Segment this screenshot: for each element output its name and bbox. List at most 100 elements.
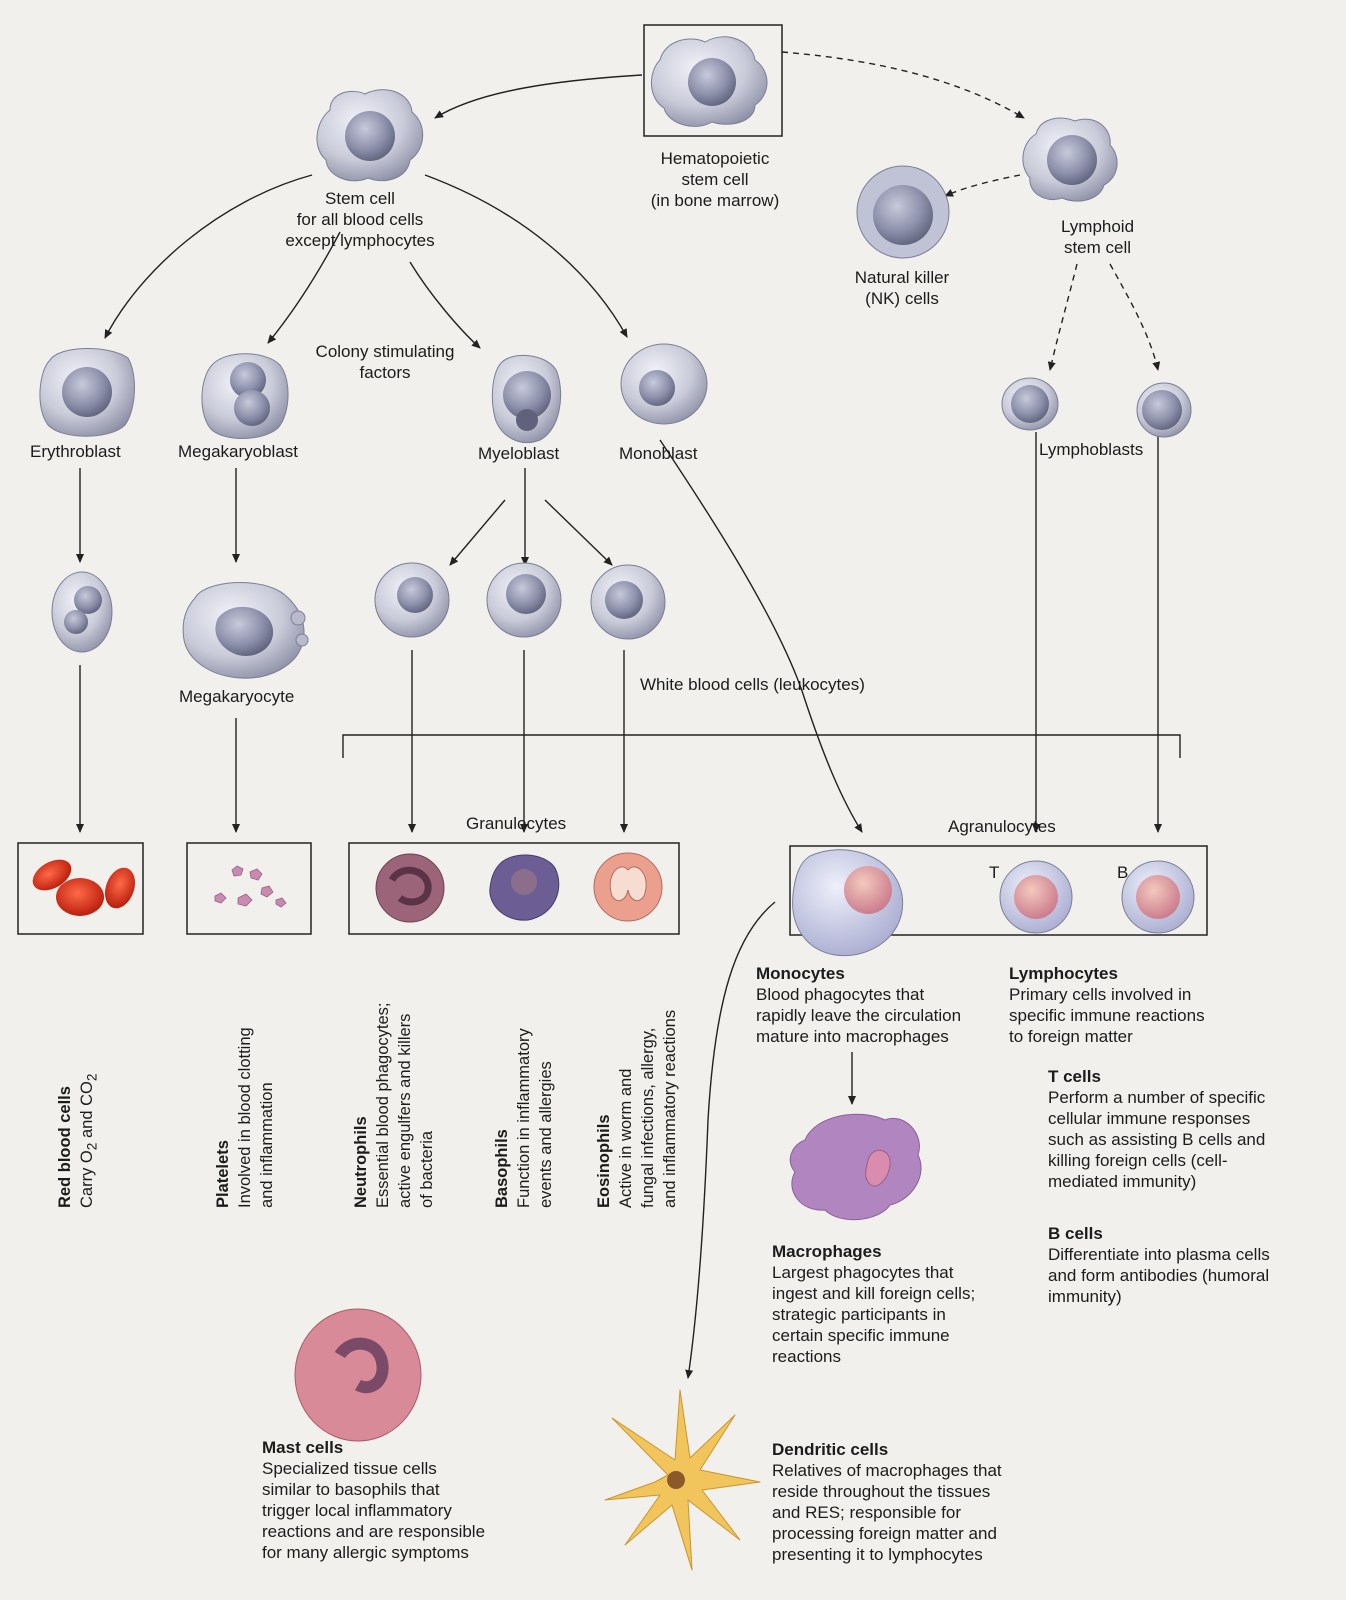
granulocytes-box: [348, 842, 680, 935]
neutrophil-icon: [375, 853, 445, 923]
megakaryoblast-cell: [201, 353, 289, 439]
tcells-description: T cells Perform a number of specific cel…: [1048, 1066, 1318, 1192]
dendritic-line1: Relatives of macrophages that: [772, 1461, 1002, 1480]
neutrophils-title: Neutrophils: [352, 1116, 370, 1208]
lymphoid-label-line1: Lymphoid: [1060, 217, 1135, 236]
mast-line2: similar to basophils that: [262, 1480, 440, 1499]
mast-line3: trigger local inflammatory: [262, 1501, 452, 1520]
monoblast-label: Monoblast: [619, 444, 698, 463]
nk-label-line2: (NK) cells: [865, 289, 939, 308]
arrow-monoblast-to-monocytes: [659, 439, 863, 833]
rbc-text: Carry O2 and CO2: [78, 1073, 100, 1208]
monocytes-title: Monocytes: [756, 964, 845, 983]
erythroblast-label: Erythroblast: [30, 442, 121, 461]
erythroblast-cell: [39, 348, 135, 437]
dendritic-cells-description: Dendritic cells Relatives of macrophages…: [772, 1439, 1052, 1565]
rbc-title: Red blood cells: [56, 1086, 74, 1208]
rbc-text-a: Carry O: [78, 1150, 96, 1208]
dendritic-line4: processing foreign matter and: [772, 1524, 997, 1543]
monocyte-icon: [792, 849, 904, 957]
dendritic-cells-title: Dendritic cells: [772, 1440, 889, 1459]
b-lymphocyte-icon: [1121, 860, 1195, 934]
platelets-icon: [214, 865, 287, 908]
dendritic-cell-icon: [604, 1389, 761, 1571]
stem-cell-label: Stem cell for all blood cells except lym…: [265, 188, 455, 251]
basophil-icon: [489, 854, 560, 921]
megakaryoblast-label: Megakaryoblast: [178, 442, 299, 461]
lymphocytes-line2: specific immune reactions: [1009, 1006, 1205, 1025]
red-blood-cells-icon: [32, 859, 135, 916]
eosinophils-line1: Active in worm and: [617, 1068, 635, 1208]
monocytes-line2: rapidly leave the circulation: [756, 1006, 962, 1025]
dendritic-line5: presenting it to lymphocytes: [772, 1545, 983, 1564]
boxes: [17, 24, 1208, 936]
arrow-monocytes-to-dendritic: [685, 901, 776, 1379]
eosinophils-line3: and inflammatory reactions: [661, 1009, 679, 1208]
macrophage-icon: [789, 1113, 922, 1221]
tcells-line5: mediated immunity): [1048, 1172, 1197, 1191]
lymphocytes-title: Lymphocytes: [1009, 964, 1118, 983]
rbc-box: [17, 842, 144, 935]
csf-label-line2: factors: [359, 363, 411, 382]
mast-cells-description: Mast cells Specialized tissue cells simi…: [262, 1437, 532, 1563]
rbc-sub-o2: 2: [84, 1142, 100, 1151]
neutrophils-line3: of bacteria: [418, 1130, 436, 1208]
eosinophil-icon: [593, 852, 663, 922]
bcells-line3: immunity): [1048, 1287, 1122, 1306]
neutrophils-description: Neutrophils Essential blood phagocytes; …: [350, 1003, 438, 1208]
lymphocytes-line1: Primary cells involved in: [1009, 985, 1192, 1004]
arrow-stem-to-megakaryoblast: [267, 231, 341, 344]
pre-eosinophil-cell: [590, 564, 666, 640]
tcells-line4: killing foreign cells (cell-: [1048, 1151, 1228, 1170]
lymphoblast-t-cell: [1001, 377, 1059, 431]
stem-cell-label-line3: except lymphocytes: [285, 231, 435, 250]
agranulocytes-label: Agranulocytes: [948, 817, 1056, 836]
hsc-label-line3: (in bone marrow): [650, 191, 780, 210]
monoblast-cell: [620, 343, 708, 425]
platelets-line2: and inflammation: [258, 1082, 276, 1208]
myeloblast-cell: [491, 354, 562, 443]
hsc-label: Hematopoietic stem cell (in bone marrow): [625, 148, 805, 211]
eosinophils-line2: fungal infections, allergy,: [639, 1027, 657, 1208]
eosinophils-title: Eosinophils: [595, 1114, 613, 1208]
lymphoid-stem-cell: [1022, 117, 1118, 202]
platelets-line1: Involved in blood clotting: [236, 1027, 254, 1208]
monocytes-line1: Blood phagocytes that: [756, 985, 925, 1004]
mast-cells-title: Mast cells: [262, 1438, 344, 1457]
arrow-stem-to-monoblast: [424, 174, 628, 338]
hsc-box: [643, 24, 783, 137]
tcells-line2: cellular immune responses: [1048, 1109, 1251, 1128]
erythrocyte-precursor-cell: [51, 571, 113, 653]
lymphoblasts-label: Lymphoblasts: [1039, 440, 1144, 459]
megakaryocyte-label: Megakaryocyte: [179, 687, 295, 706]
stem-cell-label-line1: Stem cell: [325, 189, 395, 208]
arrow-hsc-to-stem: [434, 74, 643, 119]
wbc-label: White blood cells (leukocytes): [640, 675, 865, 694]
eosinophils-description: Eosinophils Active in worm and fungal in…: [593, 1010, 681, 1208]
macrophages-line1: Largest phagocytes that: [772, 1263, 954, 1282]
tcells-line1: Perform a number of specific: [1048, 1088, 1266, 1107]
neutrophils-line1: Essential blood phagocytes;: [374, 1002, 392, 1208]
pre-basophil-cell: [486, 562, 562, 638]
macrophages-line5: reactions: [772, 1347, 841, 1366]
basophils-line2: events and allergies: [537, 1061, 555, 1208]
nk-cell: [856, 165, 950, 259]
basophils-title: Basophils: [493, 1129, 511, 1208]
lymphoid-label-line2: stem cell: [1063, 238, 1132, 257]
megakaryocyte-cell: [182, 582, 309, 679]
csf-label-line1: Colony stimulating: [315, 342, 455, 361]
hsc-label-line1: Hematopoietic: [660, 149, 770, 168]
arrow-lymphoid-to-t: [1047, 263, 1078, 371]
arrow-stem-to-myeloblast: [409, 261, 481, 349]
dendritic-line3: and RES; responsible for: [772, 1503, 961, 1522]
macrophages-line3: strategic participants in: [772, 1305, 946, 1324]
arrows: [76, 51, 1181, 1379]
platelets-title: Platelets: [214, 1140, 232, 1208]
macrophages-line2: ingest and kill foreign cells;: [772, 1284, 976, 1303]
rbc-text-b: and CO: [78, 1081, 96, 1143]
neutrophils-line2: active engulfers and killers: [396, 1013, 414, 1208]
t-lymphocyte-icon: [999, 860, 1073, 934]
macrophages-title: Macrophages: [772, 1242, 882, 1261]
lymphocytes-line3: to foreign matter: [1009, 1027, 1133, 1046]
